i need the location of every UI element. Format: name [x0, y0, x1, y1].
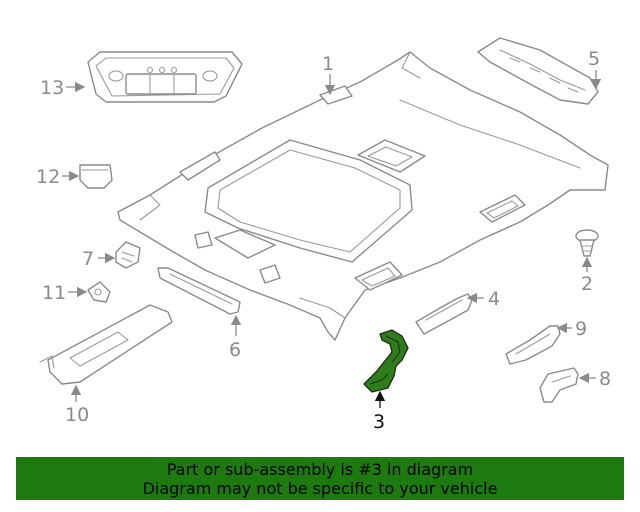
- callout-11: 11: [42, 282, 88, 304]
- callout-7: 7: [82, 248, 116, 270]
- callout-5: 5: [588, 48, 602, 90]
- sun-visor-part: [39, 304, 173, 385]
- wiring-harness-part-highlighted: [363, 329, 409, 393]
- svg-text:10: 10: [65, 404, 89, 426]
- callout-12: 12: [36, 166, 80, 188]
- hook-clip-part: [87, 281, 111, 303]
- svg-text:4: 4: [488, 288, 500, 310]
- callout-1: 1: [322, 53, 336, 96]
- svg-text:11: 11: [42, 282, 66, 304]
- svg-text:12: 12: [36, 166, 60, 188]
- grab-handle-part: [539, 367, 579, 403]
- svg-text:13: 13: [40, 77, 64, 99]
- footer-line-2: Diagram may not be specific to your vehi…: [142, 479, 498, 498]
- parts-diagram: 1 2 3 4 5 6 7 8 9 10 11 12: [36, 37, 611, 433]
- callout-4: 4: [466, 288, 500, 310]
- push-pin-part: [575, 229, 599, 257]
- svg-text:6: 6: [229, 339, 241, 361]
- callout-9: 9: [556, 318, 587, 340]
- trim-strip-part: [477, 37, 599, 105]
- callout-2: 2: [581, 256, 593, 295]
- clip-part: [115, 241, 141, 269]
- headliner-part: [117, 51, 609, 341]
- svg-text:8: 8: [599, 368, 611, 390]
- bracket-part-4: [415, 293, 473, 335]
- svg-text:2: 2: [581, 273, 593, 295]
- footer-banner: Part or sub-assembly is #3 in diagram Di…: [16, 457, 624, 500]
- rail-part: [157, 267, 241, 315]
- callout-6: 6: [229, 314, 242, 361]
- overhead-console-part: [87, 51, 243, 103]
- svg-text:1: 1: [322, 53, 334, 75]
- footer-line-1: Part or sub-assembly is #3 in diagram: [166, 460, 474, 479]
- svg-text:5: 5: [588, 48, 600, 70]
- svg-text:9: 9: [575, 318, 587, 340]
- bracket-part-9: [505, 325, 561, 365]
- callout-10: 10: [65, 384, 89, 426]
- callout-8: 8: [578, 368, 611, 390]
- sensor-cover-part: [79, 164, 113, 189]
- callout-3: 3: [373, 390, 386, 433]
- callout-13: 13: [40, 77, 86, 99]
- svg-text:7: 7: [82, 248, 94, 270]
- svg-text:3: 3: [373, 411, 385, 433]
